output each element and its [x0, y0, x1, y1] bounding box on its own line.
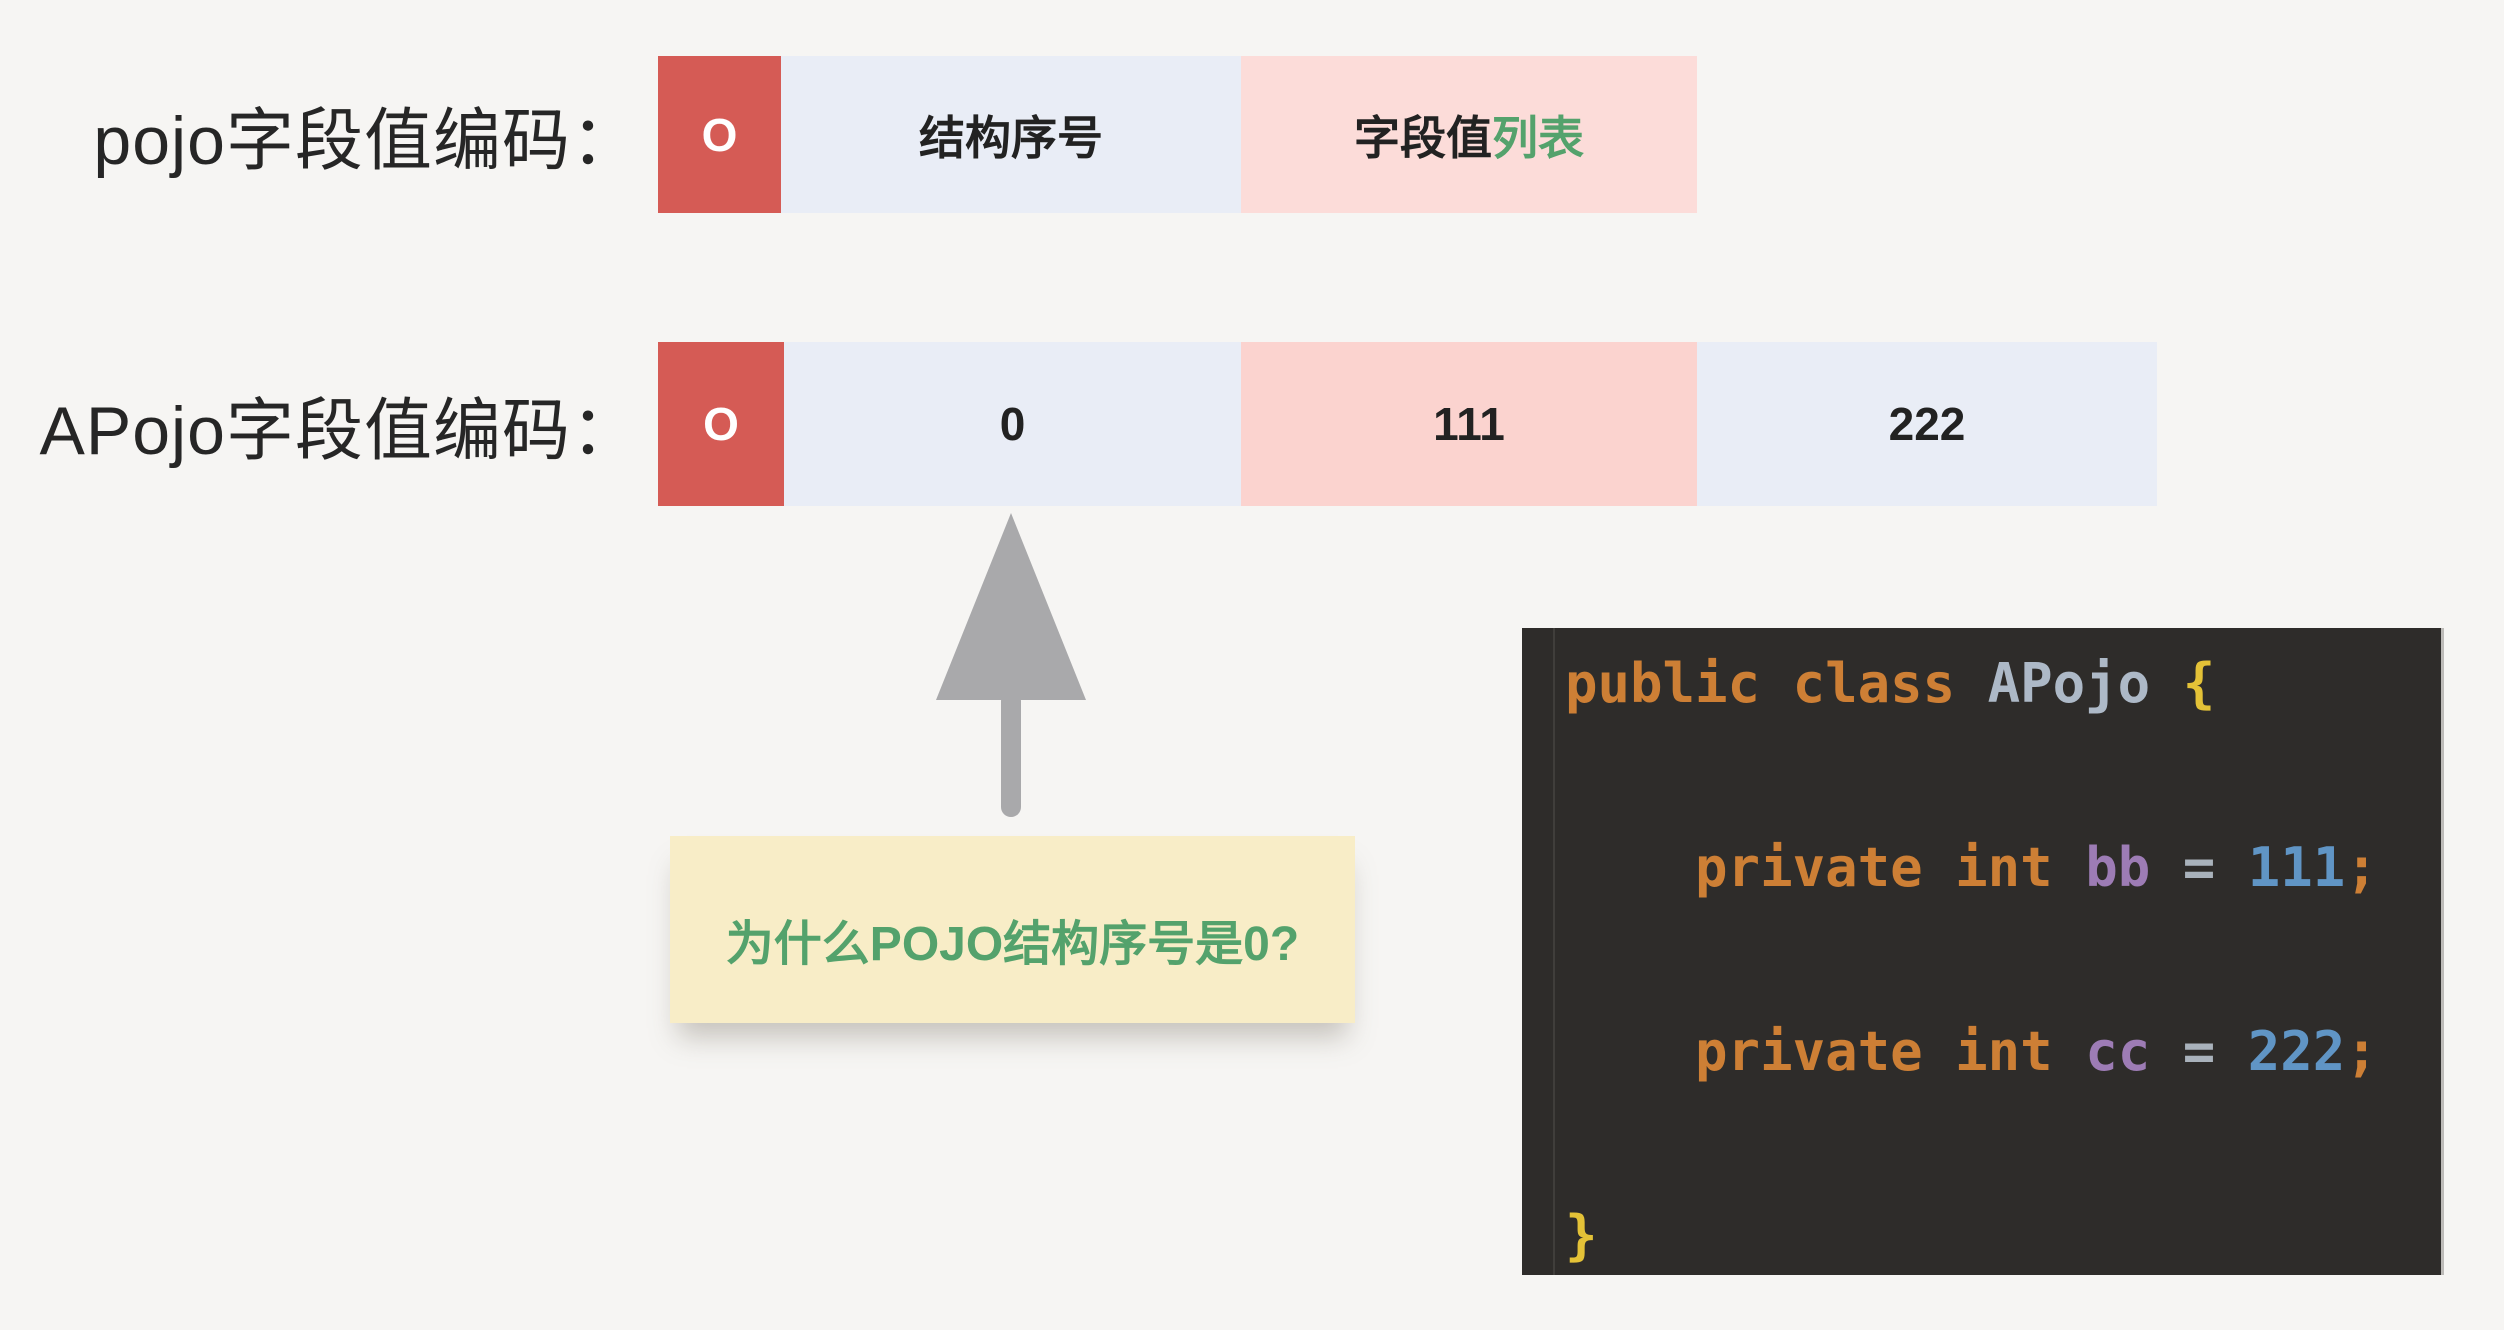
code-token: private int [1695, 1020, 2086, 1083]
pojo-encoding-row: O 结构序号 字段值列表 [658, 56, 1697, 213]
code-token: 222 [2247, 1020, 2346, 1083]
code-token: private int [1695, 836, 2086, 899]
table-cell-text: 111 [1433, 398, 1505, 450]
code-gutter-line [1553, 628, 1555, 1275]
table-cell-text: O [703, 398, 739, 450]
code-token [1565, 836, 1695, 899]
code-snippet: public class APojo { private int bb = 11… [1522, 628, 2441, 1275]
code-token: { [2182, 652, 2216, 715]
code-token: bb [2085, 836, 2183, 899]
table-cell-text: 字段值 [1354, 111, 1492, 164]
table-cell: 111 [1241, 342, 1697, 506]
table-cell: 结构序号 [781, 56, 1241, 213]
table-cell-text: O [701, 108, 738, 161]
table-cell-text: 222 [1888, 398, 1966, 450]
note-text: 为什么POJO结构序号是0? [725, 917, 1300, 971]
code-token: } [1565, 1204, 1598, 1267]
code-token: ; [2345, 1020, 2378, 1083]
apojo-row-label: APojo字段值编码： [39, 392, 640, 469]
table-cell: O [658, 56, 781, 213]
code-token: public class [1565, 652, 1988, 715]
table-cell: 0 [784, 342, 1241, 506]
table-cell-text: 0 [999, 398, 1026, 450]
code-token: APojo [1987, 652, 2183, 715]
code-token [1565, 1020, 1695, 1083]
code-block: public class APojo { private int bb = 11… [1522, 628, 2444, 1275]
code-token: cc [2085, 1020, 2183, 1083]
code-token: ; [2345, 836, 2378, 899]
arrow-up-svg [936, 513, 1086, 817]
arrow-up-icon [926, 505, 1096, 825]
table-cell: 222 [1697, 342, 2157, 506]
table-cell-text: 列表 [1492, 111, 1584, 164]
table-cell: 字段值列表 [1241, 56, 1697, 213]
code-token: = [2182, 1020, 2248, 1083]
table-cell-text: 结构序号 [919, 111, 1103, 164]
apojo-encoding-row: O 0 111 222 [658, 342, 2157, 506]
pojo-row-label: pojo字段值编码： [93, 103, 640, 179]
code-token: 111 [2247, 836, 2346, 899]
code-token: = [2182, 836, 2248, 899]
table-cell: O [658, 342, 784, 506]
note-box: 为什么POJO结构序号是0? [670, 836, 1355, 1023]
